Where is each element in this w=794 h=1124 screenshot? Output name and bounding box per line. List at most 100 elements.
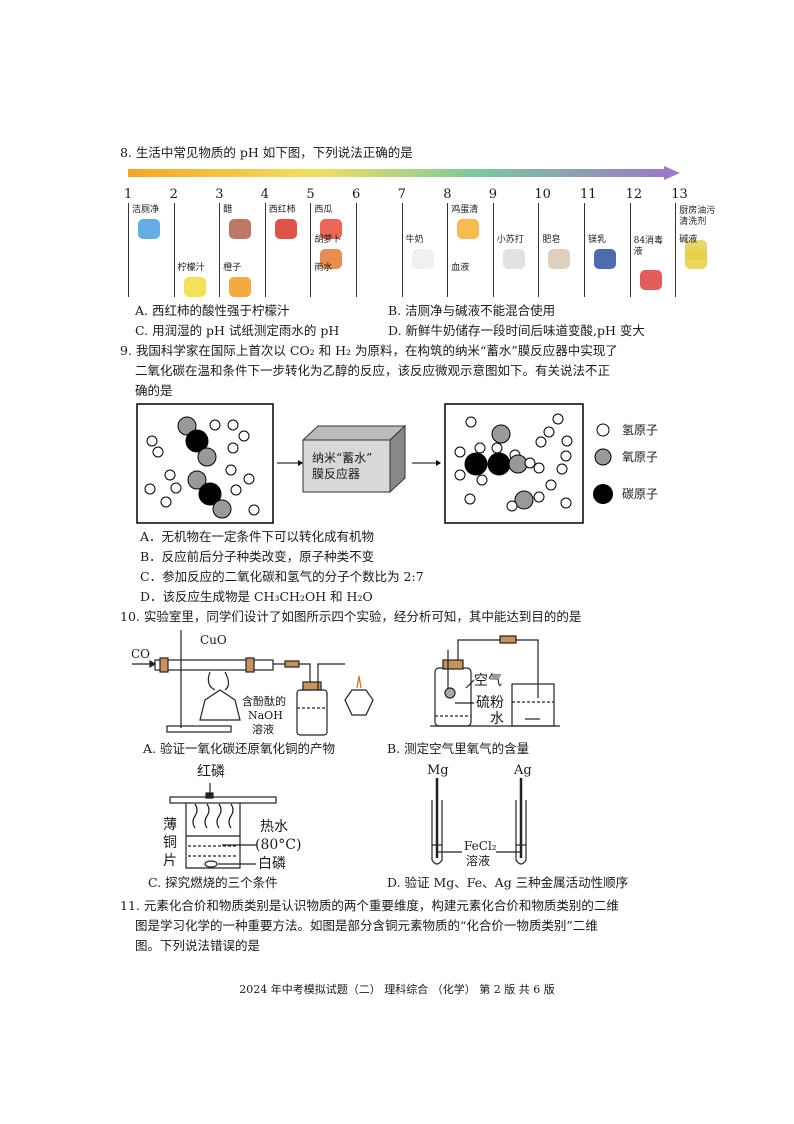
ph-item-label: 西红柿 [268, 205, 296, 215]
q11-line-3: 图。下列说法错误的是 [135, 938, 261, 953]
hydrogen-atom [454, 446, 466, 458]
legend-carbon: 碳原子 [622, 487, 659, 501]
label-sulfur: 硫粉 [476, 695, 504, 711]
ph-item-label: 西瓜 [314, 205, 333, 215]
label-cu-1: 薄 [163, 817, 177, 833]
hydrogen-atom [230, 484, 242, 496]
ph-divider [310, 203, 312, 297]
ph-divider [447, 203, 449, 297]
q11-line-2: 图是学习化学的一种重要方法。如图是部分含铜元素物质的“化合价一物质类别”二维 [135, 918, 598, 933]
hydrogen-atom [491, 442, 503, 454]
ph-item-label: 醋 [223, 205, 233, 215]
hydrogen-atom [152, 446, 164, 458]
ph-tick-label: 1 [124, 187, 133, 202]
carbon-atom [464, 452, 488, 476]
hydrogen-atom [209, 419, 221, 431]
q8-option-d[interactable]: D. 新鲜牛奶储存一段时间后味道变酸,pH 变大 [388, 323, 645, 338]
hydrogen-atom [545, 479, 557, 491]
hydrogen-atom [506, 500, 518, 512]
caption-a[interactable]: A. 验证一氧化碳还原氧化铜的产物 [143, 741, 335, 756]
hydrogen-atom [552, 413, 564, 425]
hydrogen-atom [533, 462, 545, 474]
reactor-label-2: 膜反应器 [312, 467, 361, 481]
label-sol-1: 含酚酞的 [242, 695, 286, 708]
label-cu-3: 片 [163, 853, 177, 869]
hydrogen-atom [227, 442, 239, 454]
ph-tick-label: 11 [580, 187, 597, 202]
ph-divider [401, 203, 403, 297]
label-fecl2: FeCl₂ [464, 839, 497, 853]
ph-item-picture [320, 219, 343, 239]
oxygen-atom [491, 424, 511, 444]
ph-item-label: 柠檬汁 [177, 263, 205, 273]
oxygen-atom [197, 447, 217, 467]
oxygen-atom [187, 470, 207, 490]
legend-hydrogen: 氢原子 [622, 423, 659, 437]
ph-gradient-arrow [128, 166, 680, 180]
ph-item-picture [639, 270, 662, 290]
ph-tick-label: 7 [397, 187, 406, 202]
hydrogen-atom [535, 436, 547, 448]
ph-divider [675, 203, 677, 297]
ph-item-picture [502, 249, 525, 269]
label-cu-2: 铜 [163, 835, 177, 851]
carbon-atom [185, 429, 209, 453]
q8-option-c[interactable]: C. 用润湿的 pH 试纸测定雨水的 pH [135, 323, 340, 338]
ph-item-label: 橙子 [223, 263, 242, 273]
hydrogen-atom [170, 482, 182, 494]
ph-item-label: 胡萝卜 [314, 235, 342, 245]
ph-item-label: 碱液 [679, 235, 698, 245]
ph-item-label: 肥皂 [542, 235, 561, 245]
label-mg: Mg [427, 763, 449, 778]
caption-c[interactable]: C. 探究燃烧的三个条件 [148, 875, 278, 890]
ph-tick-label: 4 [260, 187, 270, 202]
ph-divider [538, 203, 540, 297]
ph-item-picture [594, 249, 616, 269]
ph-divider [584, 203, 585, 297]
ph-tick-label: 12 [625, 187, 643, 202]
ph-item-picture [183, 277, 206, 297]
hydrogen-atom [561, 435, 573, 447]
ph-item-picture [274, 219, 297, 239]
hydrogen-atom [560, 450, 572, 462]
ph-item-label: 血液 [451, 263, 470, 273]
caption-d[interactable]: D. 验证 Mg、Fe、Ag 三种金属活动性顺序 [387, 875, 629, 890]
oxygen-atom [177, 416, 197, 436]
ph-item-picture [229, 277, 252, 297]
hydrogen-atom [560, 497, 572, 509]
q8-option-a[interactable]: A. 西红柿的酸性强于柠檬汁 [135, 303, 290, 318]
q9-option-a[interactable]: A．无机物在一定条件下可以转化成有机物 [140, 529, 375, 544]
label-sol-3: 溶液 [252, 723, 274, 736]
q8-option-b[interactable]: B. 洁厕净与碱液不能混合使用 [388, 303, 556, 318]
ph-divider [629, 203, 631, 297]
q9-option-b[interactable]: B．反应前后分子种类改变，原子种类不变 [140, 549, 375, 564]
ph-tick-label: 8 [443, 187, 452, 202]
ph-divider [173, 203, 175, 297]
caption-b[interactable]: B. 测定空气里氧气的含量 [387, 741, 530, 756]
label-water: 水 [490, 711, 504, 727]
label-temp: (80°C) [255, 837, 302, 853]
label-air: 空气 [474, 673, 502, 689]
ph-divider [264, 203, 266, 297]
ph-divider [128, 203, 129, 297]
q8-stem: 8. 生活中常见物质的 pH 如下图，下列说法正确的是 [120, 145, 413, 160]
hydrogen-atom [164, 469, 176, 481]
q9-stem-3: 确的是 [135, 383, 173, 398]
hydrogen-atom [465, 416, 477, 428]
legend-oxygen: 氧原子 [622, 450, 659, 464]
ph-item-picture [229, 219, 252, 239]
q11-line-1: 11. 元素化合价和物质类别是认识物质的两个重要维度，构建元素化合价和物质类别的… [120, 898, 619, 913]
ph-item-picture [685, 249, 708, 269]
label-sol-2: NaOH [248, 709, 283, 722]
q9-option-d[interactable]: D．该反应生成物是 CH₃CH₂OH 和 H₂O [140, 589, 373, 604]
label-cuo: CuO [200, 633, 227, 647]
label-solution: 溶液 [466, 854, 491, 868]
hydrogen-atom [454, 469, 466, 481]
ph-item-picture [138, 219, 160, 239]
q9-stem-1: 9. 我国科学家在国际上首次以 CO₂ 和 H₂ 为原料，在构筑的纳米“蓄水”膜… [120, 343, 618, 358]
q9-option-c[interactable]: C．参加反应的二氧化碳和氢气的分子个数比为 2:7 [140, 569, 424, 584]
hydrogen-atom [556, 463, 568, 475]
hydrogen-atom [543, 426, 555, 438]
ph-item-label: 厨房油污清洗剂 [679, 206, 716, 227]
